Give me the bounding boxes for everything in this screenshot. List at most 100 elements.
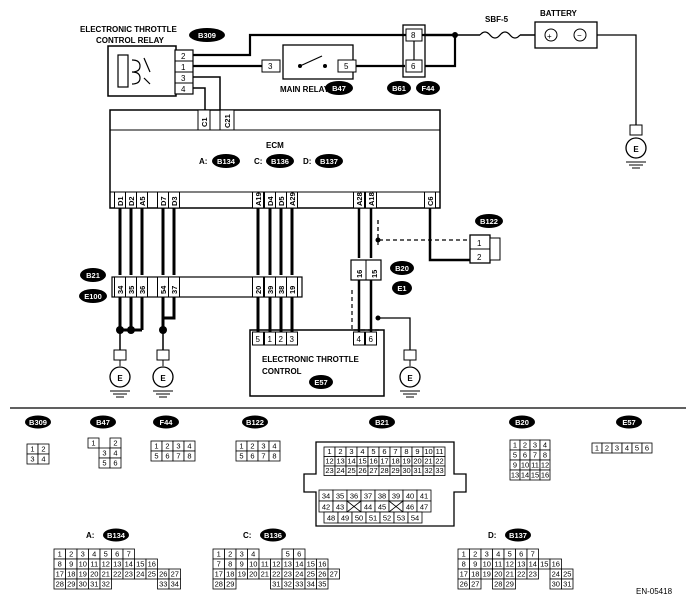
b309-cell-label: 3 bbox=[30, 455, 34, 464]
b136-cell bbox=[224, 578, 237, 590]
b137-cell-label: 11 bbox=[494, 560, 502, 569]
b134-cell-label: 27 bbox=[171, 570, 179, 579]
legend-code-text: B122 bbox=[246, 418, 264, 427]
b134-cell-label: 30 bbox=[79, 580, 87, 589]
b20-cell-label: 14 bbox=[521, 471, 529, 480]
ecm-pin-label: A29 bbox=[288, 192, 297, 206]
b136-cell-label: 3 bbox=[240, 550, 244, 559]
b134-cell-label: 33 bbox=[159, 580, 167, 589]
legend-code-tag bbox=[90, 415, 116, 429]
b136-cell-label: 4 bbox=[251, 550, 255, 559]
throttle-title-line1: ELECTRONIC THROTTLE bbox=[262, 355, 360, 364]
b21-cell-label: 22 bbox=[435, 457, 443, 466]
b137-cell bbox=[503, 578, 516, 590]
b136-cell-label: 9 bbox=[240, 560, 244, 569]
b20-pin: 15 bbox=[370, 270, 379, 278]
b134-cell bbox=[168, 578, 181, 590]
b136-cell-label: 6 bbox=[297, 550, 301, 559]
b21-cell-label: 11 bbox=[436, 447, 444, 456]
b122-cell-label: 3 bbox=[261, 442, 265, 451]
legend-prefix: C: bbox=[243, 531, 251, 540]
b136-cell-label: 23 bbox=[284, 570, 292, 579]
throttle-control-relay: ELECTRONIC THROTTLE CONTROL RELAY 2 1 3 … bbox=[80, 25, 225, 97]
b136-cell-label: 26 bbox=[318, 570, 326, 579]
b136-cell-label: 5 bbox=[286, 550, 290, 559]
b136-cell-label: 13 bbox=[284, 560, 292, 569]
b20-code-tag: B20 bbox=[395, 264, 409, 273]
b137-cell-label: 23 bbox=[529, 570, 537, 579]
b21-cell-label: 34 bbox=[322, 492, 330, 501]
main-relay-code-tag: B47 bbox=[332, 84, 346, 93]
b21-cell bbox=[433, 465, 446, 476]
e1-code-tag: E1 bbox=[397, 284, 406, 293]
b21-cell-label: 12 bbox=[325, 457, 333, 466]
b134-cell-label: 22 bbox=[113, 570, 121, 579]
b137-cell-label: 17 bbox=[460, 570, 468, 579]
b137-cell bbox=[469, 578, 482, 590]
b136-cell bbox=[316, 578, 329, 590]
b21-cell-label: 46 bbox=[406, 503, 414, 512]
b134-cell-label: 24 bbox=[136, 570, 144, 579]
ground-2: E bbox=[152, 349, 174, 398]
throttle-pin-label: 4 bbox=[357, 335, 362, 344]
b136-cell-label: 19 bbox=[238, 570, 246, 579]
b21-cell-label: 49 bbox=[341, 514, 349, 523]
ecm-pin-label: A19 bbox=[254, 192, 263, 206]
b20-cell-label: 13 bbox=[511, 471, 519, 480]
b134-cell-label: 16 bbox=[148, 560, 156, 569]
ecm-pin-label: D3 bbox=[170, 196, 179, 206]
b20-cell-label: 5 bbox=[513, 451, 517, 460]
b47-cell bbox=[109, 457, 122, 469]
legend-code-text: B136 bbox=[264, 531, 282, 540]
figure-id: EN-05418 bbox=[636, 587, 673, 596]
b21-cell-label: 52 bbox=[383, 514, 391, 523]
b136-cell bbox=[327, 568, 340, 580]
legend-code-text: B21 bbox=[375, 418, 389, 427]
b136-cell-label: 7 bbox=[217, 560, 221, 569]
b136-cell-label: 25 bbox=[307, 570, 315, 579]
legend-code-tag bbox=[242, 415, 268, 429]
b309-cell-label: 1 bbox=[30, 445, 34, 454]
f44-cell-label: 3 bbox=[176, 442, 180, 451]
b136-cell-label: 33 bbox=[295, 580, 303, 589]
ecm-pin-label: D2 bbox=[127, 196, 136, 206]
b136-cell-label: 31 bbox=[272, 580, 280, 589]
b136-cell-label: 24 bbox=[295, 570, 303, 579]
ecm-pin-label: A18 bbox=[367, 192, 376, 206]
b136-cell-label: 34 bbox=[307, 580, 315, 589]
b134-cell-label: 14 bbox=[125, 560, 133, 569]
b136-cell-label: 2 bbox=[228, 550, 232, 559]
throttle-pin-cell bbox=[286, 331, 298, 346]
b137-cell-label: 10 bbox=[483, 560, 491, 569]
f44-cell-label: 6 bbox=[165, 452, 169, 461]
b136-cell-label: 1 bbox=[217, 550, 221, 559]
b20-cell-label: 16 bbox=[541, 471, 549, 480]
b136-cell-label: 15 bbox=[307, 560, 315, 569]
b21-connector: B21 E100 bbox=[79, 268, 303, 303]
ecm-title: ECM bbox=[266, 141, 284, 150]
b122-connector: B122 1 2 bbox=[469, 214, 503, 264]
ecm-conn-tag: B136 bbox=[271, 157, 289, 166]
b21-cell-label: 44 bbox=[364, 503, 372, 512]
relay-pin: 4 bbox=[181, 85, 186, 94]
b21-cell-label: 6 bbox=[382, 447, 386, 456]
b137-cell-label: 16 bbox=[552, 560, 560, 569]
b47-cell-label: 2 bbox=[113, 439, 117, 448]
b122-cell-label: 1 bbox=[239, 442, 243, 451]
throttle-title-line2: CONTROL bbox=[262, 367, 302, 376]
b21-cell-label: 30 bbox=[402, 466, 410, 475]
ground-battery: E bbox=[625, 124, 647, 169]
relay-pin: 1 bbox=[181, 63, 186, 72]
b134-cell-label: 20 bbox=[90, 570, 98, 579]
b21-pin-label: 36 bbox=[138, 286, 147, 294]
b309-cell-label: 2 bbox=[41, 445, 45, 454]
b21-cell-label: 37 bbox=[364, 492, 372, 501]
b21-cell-label: 41 bbox=[420, 492, 428, 501]
b137-cell-label: 2 bbox=[473, 550, 477, 559]
b20-cell-label: 2 bbox=[523, 441, 527, 450]
b136-cell-label: 27 bbox=[330, 570, 338, 579]
throttle-pin-cell bbox=[353, 331, 365, 346]
